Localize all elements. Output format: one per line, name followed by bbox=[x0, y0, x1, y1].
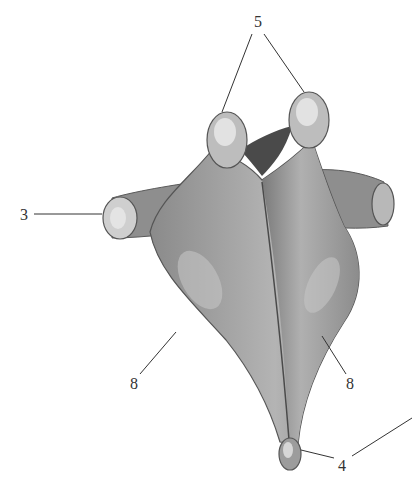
callout-number: 3 bbox=[20, 207, 28, 223]
notch bbox=[240, 126, 292, 176]
lamina-highlight bbox=[297, 252, 348, 318]
leader-line bbox=[34, 214, 102, 215]
callout-number: 8 bbox=[346, 376, 354, 392]
callout-number: 4 bbox=[338, 458, 346, 474]
leader-line bbox=[301, 450, 334, 458]
leader-line bbox=[322, 336, 346, 374]
leader-line bbox=[352, 418, 412, 456]
facet-highlight bbox=[296, 98, 318, 126]
spinous-ridge bbox=[262, 182, 289, 440]
spinous-tip bbox=[279, 438, 301, 470]
leader-line bbox=[222, 34, 252, 112]
lamina-highlight bbox=[168, 243, 231, 316]
facet-highlight bbox=[283, 442, 293, 458]
vertebral-arch bbox=[150, 140, 359, 444]
articular-process bbox=[207, 112, 247, 168]
transverse-process-tip bbox=[103, 197, 137, 239]
transverse-process-tip bbox=[372, 183, 394, 225]
callout-number: 8 bbox=[130, 376, 138, 392]
vertebral-arch-shade bbox=[262, 140, 359, 444]
facet-highlight bbox=[214, 118, 236, 146]
leader-line bbox=[140, 332, 176, 374]
articular-process bbox=[289, 92, 329, 148]
callout-number: 5 bbox=[254, 14, 262, 30]
facet-highlight bbox=[110, 207, 126, 229]
leader-line bbox=[264, 34, 304, 92]
